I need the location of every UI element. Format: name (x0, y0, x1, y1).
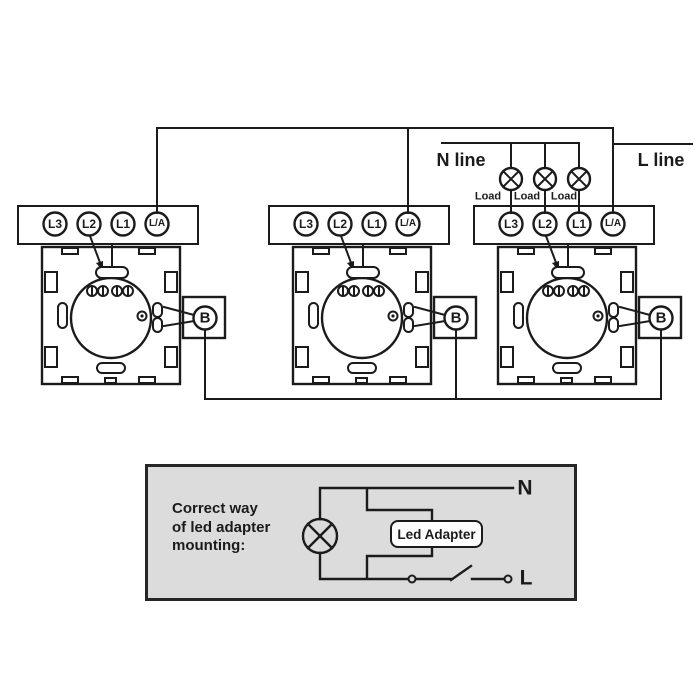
b-label-3: B (655, 309, 667, 327)
panel-caption: Correct way of led adapter mounting: (172, 500, 270, 556)
switch-unit-3 (472, 204, 683, 401)
block1-terminal-l2: L2 (81, 217, 97, 231)
n-line-label: N line (436, 150, 486, 170)
block2-terminal-l2: L2 (332, 217, 348, 231)
panel-l-label: L (519, 566, 533, 590)
block1-terminal-l1: L1 (115, 217, 131, 231)
panel-n-label: N (517, 476, 533, 500)
load-label-3: Load (550, 190, 578, 203)
switch-blade (449, 564, 473, 582)
panel-caption-line1: Correct way (172, 500, 258, 517)
panel-caption-line3: mounting: (172, 537, 246, 554)
block2-terminal-la: L/A (399, 218, 417, 229)
block3-terminal-l1: L1 (571, 217, 587, 231)
switch-unit-1 (16, 204, 227, 401)
b-label-1: B (199, 309, 211, 327)
panel-caption-line2: of led adapter (172, 518, 271, 536)
switch-unit-2 (267, 204, 478, 401)
lamp-icon (498, 166, 524, 192)
load-lamps (498, 142, 592, 214)
switch-contact-dot (503, 574, 513, 584)
led-adapter-label: Led Adapter (397, 526, 476, 542)
b-label-2: B (450, 309, 462, 327)
top-wiring (156, 127, 693, 214)
panel-circuit (301, 486, 515, 584)
load-label-2: Load (513, 190, 541, 203)
load-label-1: Load (474, 190, 502, 203)
block1-terminal-l3: L3 (47, 217, 63, 231)
switch-pivot-dot (407, 574, 417, 584)
block2-terminal-l1: L1 (366, 217, 382, 231)
panel-lamp-icon (301, 517, 339, 555)
lamp-icon (532, 166, 558, 192)
led-adapter-box: Led Adapter (390, 520, 483, 548)
block3-terminal-l2: L2 (537, 217, 553, 231)
block1-terminal-la: L/A (148, 218, 166, 229)
block3-terminal-la: L/A (604, 218, 622, 229)
block3-terminal-l3: L3 (503, 217, 519, 231)
l-line-label: L line (637, 150, 685, 170)
block2-terminal-l3: L3 (298, 217, 314, 231)
lamp-icon (566, 166, 592, 192)
